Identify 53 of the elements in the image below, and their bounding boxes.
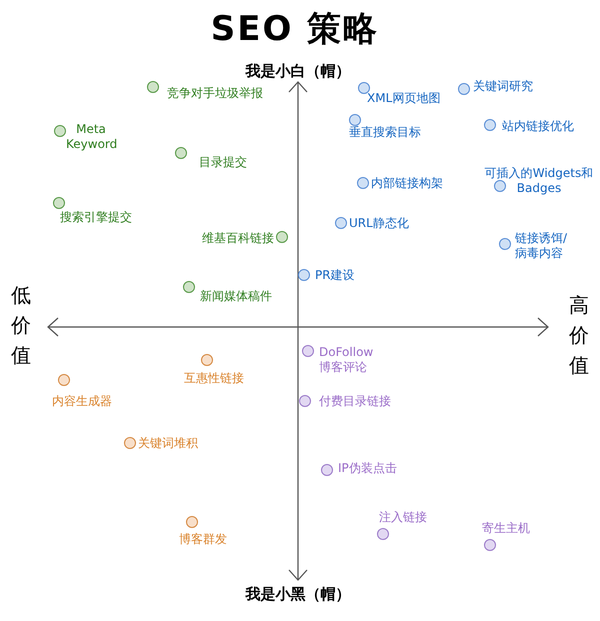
point-label: 关键词堆积 — [138, 436, 199, 451]
point-label: 目录提交 — [199, 155, 248, 170]
chart-title: SEO 策略 — [210, 8, 380, 51]
data-point — [53, 197, 65, 209]
data-point — [299, 395, 311, 407]
axis-label: 我是小黑（帽） — [244, 585, 352, 604]
point-label: 垂直搜索目标 — [349, 125, 422, 140]
axis-label: 我是小白（帽） — [244, 62, 352, 81]
data-point — [484, 119, 496, 131]
point-label: 维基百科链接 — [201, 231, 274, 246]
point-label: 可插入的Widgets和Badges — [484, 166, 594, 196]
data-point — [183, 281, 195, 293]
data-point — [349, 114, 361, 126]
data-point — [357, 177, 369, 189]
point-label: PR建设 — [315, 268, 356, 283]
point-label: 搜索引擎提交 — [60, 210, 133, 225]
data-point — [298, 269, 310, 281]
point-label: URL静态化 — [349, 216, 410, 231]
point-label: 付费目录链接 — [319, 394, 392, 409]
point-label: DoFollow 博客评论 — [319, 345, 374, 375]
data-point — [175, 147, 187, 159]
point-label: 站内链接优化 — [502, 119, 575, 134]
data-point — [302, 345, 314, 357]
data-point — [335, 217, 347, 229]
data-point — [147, 81, 159, 93]
point-label: 内容生成器 — [52, 394, 113, 409]
point-label: IP伪装点击 — [338, 461, 398, 476]
data-point — [201, 354, 213, 366]
point-label: 寄生主机 — [482, 521, 531, 536]
data-point — [186, 516, 198, 528]
data-point — [499, 238, 511, 250]
axis-label: 高价值 — [568, 292, 590, 379]
point-label: 互惠性链接 — [184, 371, 245, 386]
data-point — [124, 437, 136, 449]
axis-label: 低价值 — [10, 282, 32, 369]
point-label: 博客群发 — [179, 532, 228, 547]
point-label: 新闻媒体稿件 — [200, 289, 273, 304]
point-label: 竞争对手垃圾举报 — [167, 86, 264, 101]
data-point — [377, 528, 389, 540]
data-point — [321, 464, 333, 476]
point-label: XML网页地图 — [367, 91, 442, 106]
point-label: Meta Keyword — [66, 122, 116, 152]
data-point — [494, 180, 506, 192]
point-label: 链接诱饵/病毒内容 — [515, 231, 568, 261]
point-label: 关键词研究 — [473, 79, 534, 94]
data-point — [58, 374, 70, 386]
data-point — [458, 83, 470, 95]
point-label: 注入链接 — [379, 510, 428, 525]
data-point — [54, 125, 66, 137]
data-point — [358, 82, 370, 94]
data-point — [484, 539, 496, 551]
point-label: 内部链接构架 — [371, 176, 444, 191]
data-point — [276, 231, 288, 243]
